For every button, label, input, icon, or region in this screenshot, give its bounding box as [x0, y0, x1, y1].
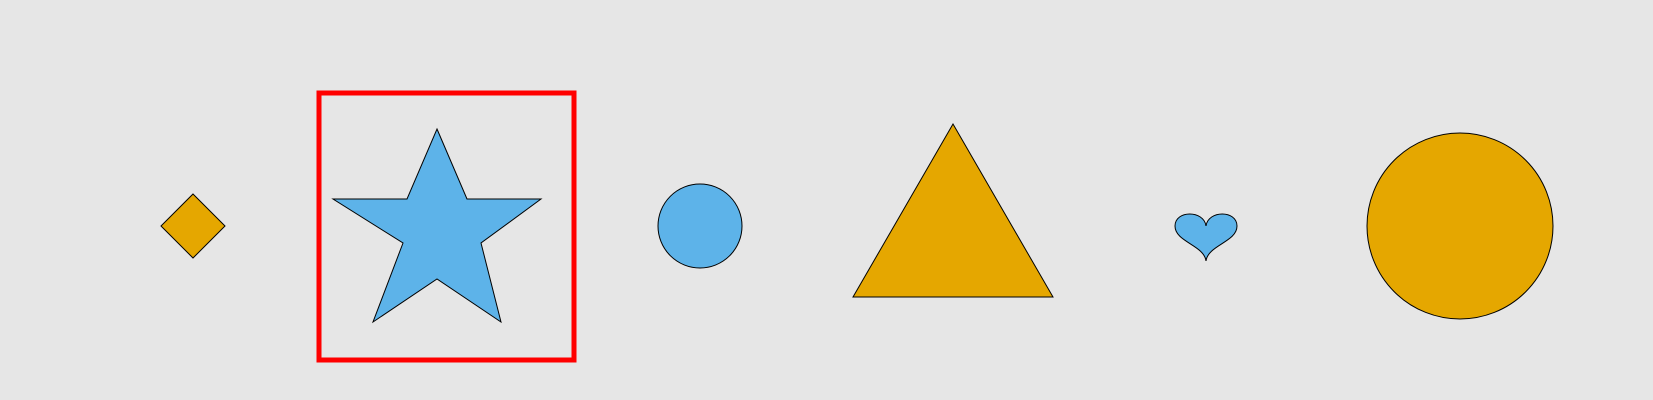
orange-triangle-shape[interactable] — [852, 123, 1054, 298]
blue-star-shape[interactable] — [331, 127, 543, 324]
orange-diamond-shape[interactable] — [160, 193, 226, 259]
blue-circle-shape[interactable] — [657, 183, 743, 269]
orange-circle-shape[interactable] — [1366, 132, 1554, 320]
blue-heart-shape[interactable] — [1174, 213, 1238, 262]
highlight-selection-box — [316, 90, 577, 363]
